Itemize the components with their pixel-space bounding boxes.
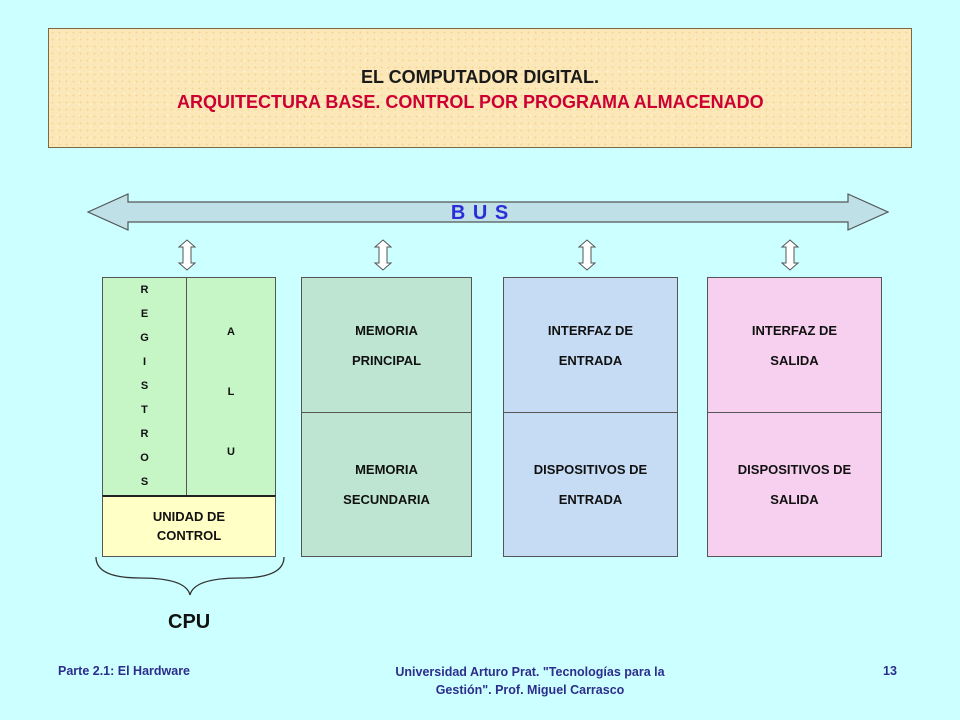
cpu-brace <box>95 556 285 596</box>
alu-letters: A L U <box>187 302 275 482</box>
title-box: EL COMPUTADOR DIGITAL. ARQUITECTURA BASE… <box>48 28 912 148</box>
alu-letter-0: A <box>227 326 235 338</box>
page-number: 13 <box>883 664 897 678</box>
footer-center-2: Gestión". Prof. Miguel Carrasco <box>435 683 625 697</box>
alu-letter-1: L <box>227 386 235 398</box>
dispositivos-entrada-label-2: ENTRADA <box>558 492 623 507</box>
registros-letter-4: S <box>140 380 149 392</box>
alu-letter-2: U <box>227 446 235 458</box>
interfaz-entrada-box: INTERFAZ DE ENTRADA <box>503 277 678 413</box>
registros-letter-1: E <box>140 308 149 320</box>
interfaz-salida-label-2: SALIDA <box>770 353 819 368</box>
dispositivos-salida-box: DISPOSITIVOS DE SALIDA <box>707 412 882 557</box>
memoria-secundaria-box: MEMORIA SECUNDARIA <box>301 412 472 557</box>
interfaz-entrada-label-2: ENTRADA <box>558 353 623 368</box>
registros-letter-3: I <box>142 356 147 368</box>
bus-connector-memoria <box>373 239 393 271</box>
dispositivos-entrada-label-1: DISPOSITIVOS DE <box>533 462 648 477</box>
control-unit-label-2: CONTROL <box>156 528 222 543</box>
interfaz-salida-label-1: INTERFAZ DE <box>751 323 838 338</box>
memoria-secundaria-label-1: MEMORIA <box>355 462 418 477</box>
registros-letter-5: T <box>141 404 148 416</box>
registros-letter-2: G <box>140 332 149 344</box>
registros-letter-6: R <box>140 428 149 440</box>
control-unit-label-1: UNIDAD DE <box>152 509 226 524</box>
memoria-principal-label-2: PRINCIPAL <box>351 353 422 368</box>
dispositivos-entrada-box: DISPOSITIVOS DE ENTRADA <box>503 412 678 557</box>
dispositivos-salida-label-2: SALIDA <box>770 492 819 507</box>
bus-arrow <box>86 193 890 231</box>
memoria-principal-box: MEMORIA PRINCIPAL <box>301 277 472 413</box>
registros-letter-7: O <box>140 452 149 464</box>
alu-box: A L U <box>186 277 276 496</box>
bus-connector-entrada <box>577 239 597 271</box>
bus-label: B U S <box>450 202 510 224</box>
registros-letter-8: S <box>140 476 149 488</box>
slide-title: EL COMPUTADOR DIGITAL. <box>361 67 599 87</box>
memoria-secundaria-label-2: SECUNDARIA <box>343 492 430 507</box>
bus-connector-cpu <box>177 239 197 271</box>
footer-center-1: Universidad Arturo Prat. "Tecnologías pa… <box>395 665 665 679</box>
registros-letter-0: R <box>140 284 149 296</box>
dispositivos-salida-label-1: DISPOSITIVOS DE <box>737 462 852 477</box>
control-unit-box: UNIDAD DE CONTROL <box>102 495 276 557</box>
footer-left: Parte 2.1: El Hardware <box>58 664 191 678</box>
interfaz-salida-box: INTERFAZ DE SALIDA <box>707 277 882 413</box>
memoria-principal-label-1: MEMORIA <box>355 323 418 338</box>
interfaz-entrada-label-1: INTERFAZ DE <box>547 323 634 338</box>
slide-subtitle: ARQUITECTURA BASE. CONTROL POR PROGRAMA … <box>177 92 764 112</box>
bus-connector-salida <box>780 239 800 271</box>
cpu-label: CPU <box>168 611 211 633</box>
